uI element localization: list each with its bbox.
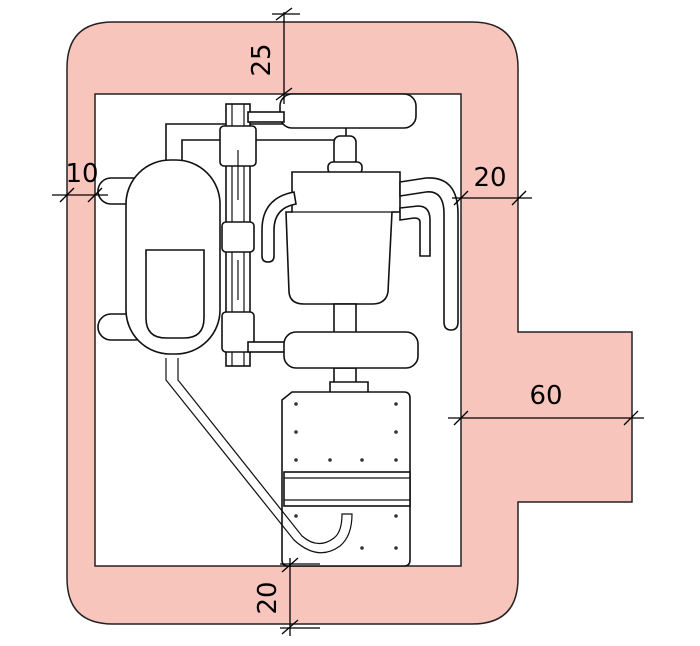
lever-joint-bottom [221,311,255,353]
dimension-right: 20 [452,163,532,206]
dimension-right-label: 20 [473,163,506,193]
lever-link [247,111,285,123]
lever-joint-mid [221,221,255,253]
footplate-holes [294,402,398,550]
dimension-top-label: 25 [247,43,277,76]
support-tube [165,358,353,554]
footplate-band [283,471,411,507]
dimension-left-label: 10 [65,159,98,189]
fitness-station [97,93,459,567]
left-handle [261,191,297,263]
dimension-bottom: 20 [253,557,320,636]
right-handle [399,177,459,331]
lower-roller-pad [283,331,419,369]
seat-column [333,303,357,335]
back-pad-inner [145,249,205,339]
dimension-bottom-label: 20 [253,581,283,614]
lever-link-lower [247,341,289,353]
top-roller-pad [279,93,417,129]
dimension-extension-label: 60 [529,381,562,411]
right-handle-inner [399,205,431,257]
dimension-extension: 60 [448,381,644,426]
seat [285,171,401,305]
dimension-left: 10 [52,159,108,203]
dimension-top: 25 [247,7,300,104]
